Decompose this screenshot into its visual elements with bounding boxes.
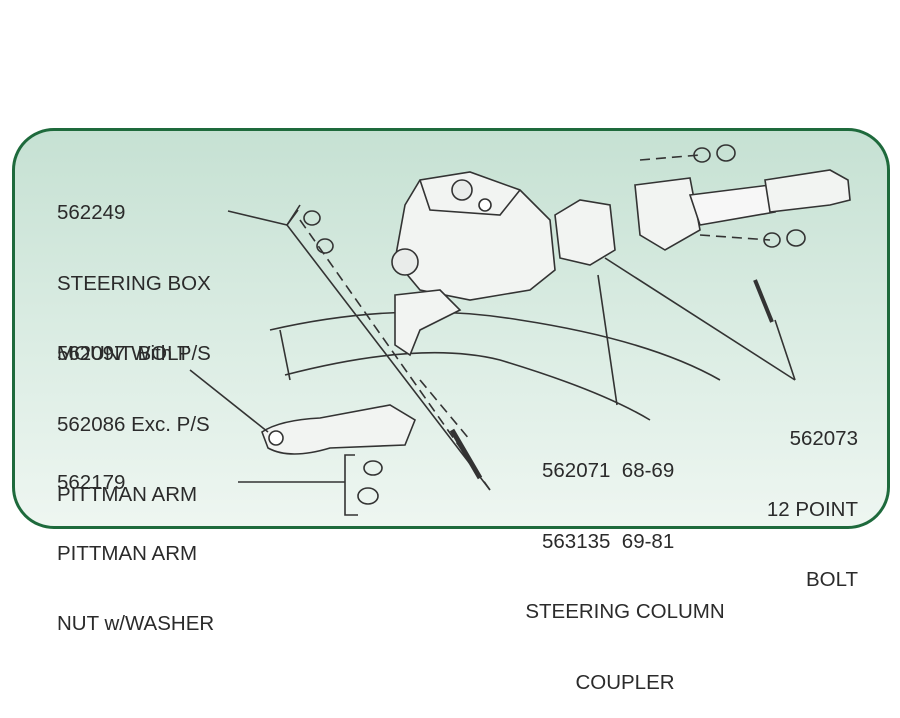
pittman-arm [261,404,416,455]
label-coupler: 562071 68-69 563135 69-81 STEERING COLUM… [500,412,750,718]
label-point-bolt: 562073 12 POINT BOLT [740,380,858,615]
part-name: PITTMAN ARM [57,483,198,506]
part-name: COUPLER [575,670,675,694]
part-number: 562249 [57,201,126,224]
part-name: STEERING BOX [57,271,211,295]
steering-box [391,171,556,301]
label-pittman-arm: 562097 With P/S 562086 Exc. P/S PITTMAN … [57,295,211,530]
point-bolt [753,279,774,323]
part-number: 563135 69-81 [542,529,675,553]
part-number: 562097 With P/S [57,342,211,365]
leader-lines [189,204,796,516]
steering-assembly-drawing [189,144,851,516]
part-number: 562073 [789,427,858,450]
part-number: 562179 [57,471,126,494]
part-number: 562071 68-69 [542,459,675,482]
part-name: 12 POINT [766,497,858,521]
part-name: MOUNT BOLT [57,342,190,365]
part-number: 562086 Exc. P/S [57,412,210,436]
steering-column-coupler [554,169,851,266]
label-pittman-nut: 562179 PITTMAN ARM NUT w/WASHER [57,424,214,659]
part-name: NUT w/WASHER [57,612,215,635]
label-mount-bolt: 562249 STEERING BOX MOUNT BOLT [57,154,211,389]
part-name: STEERING COLUMN [525,600,725,623]
part-name: BOLT [805,568,858,591]
part-name: PITTMAN ARM [57,541,198,565]
